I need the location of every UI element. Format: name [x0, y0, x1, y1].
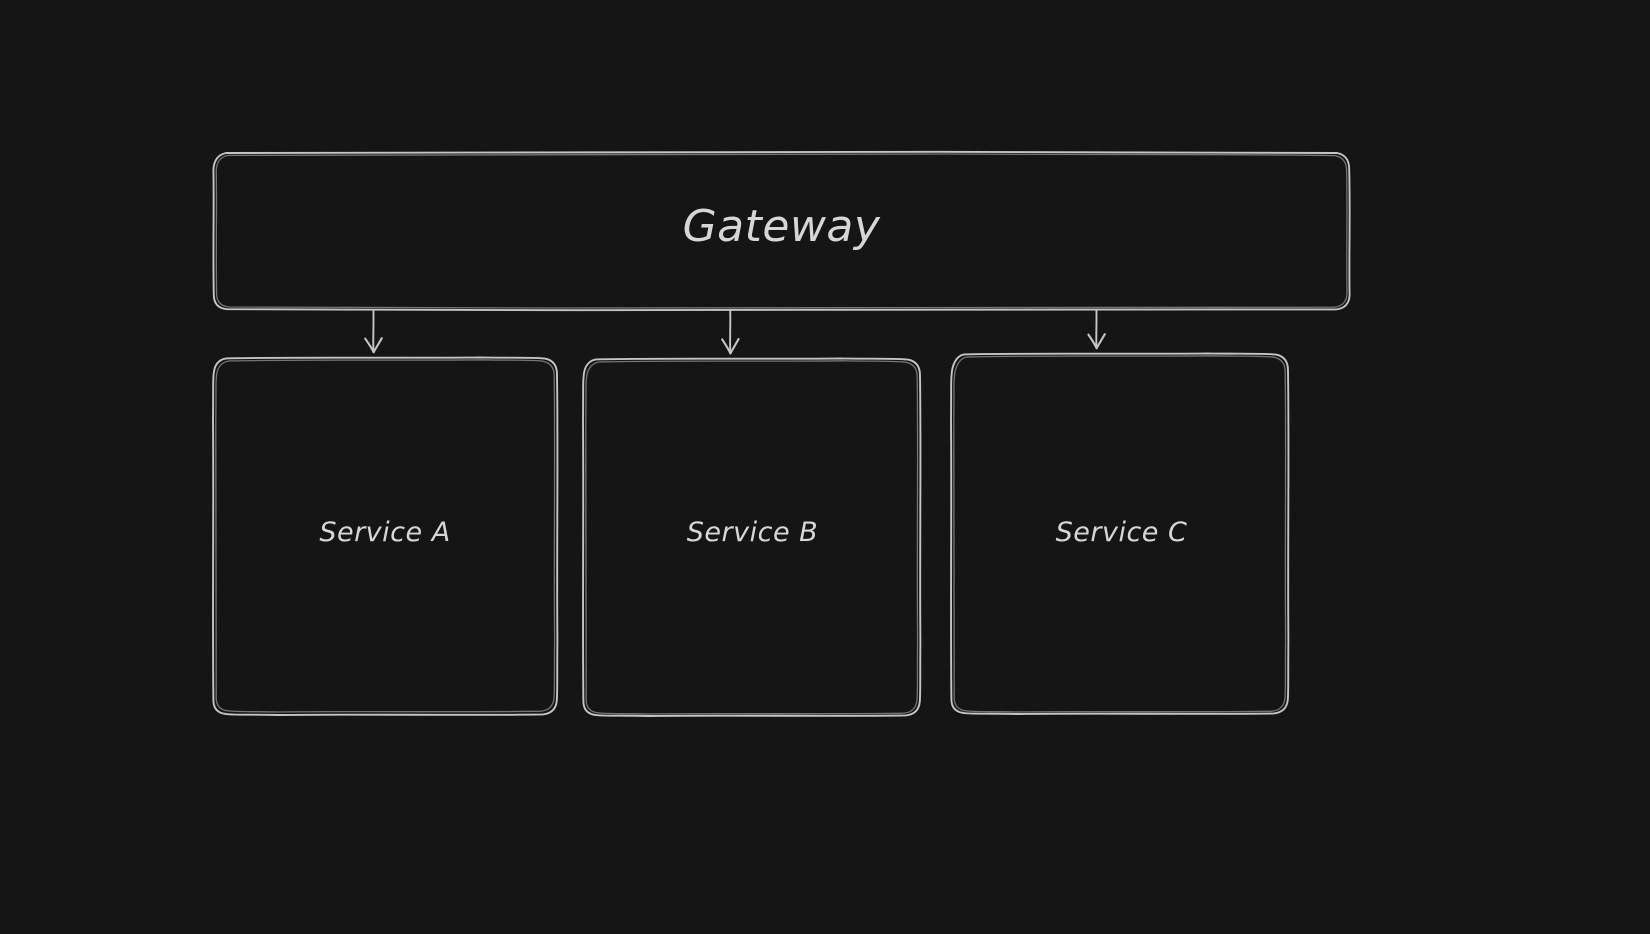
node-service-b-outline[interactable]	[582, 357, 922, 717]
edge-gateway-to-service-c[interactable]	[1087, 309, 1106, 350]
edge-gateway-to-service-a[interactable]	[364, 309, 383, 354]
node-gateway-outline[interactable]	[212, 150, 1351, 312]
node-service-a-outline[interactable]	[212, 356, 559, 716]
node-service-c-outline[interactable]	[950, 352, 1290, 715]
edge-gateway-to-service-b[interactable]	[721, 309, 740, 355]
